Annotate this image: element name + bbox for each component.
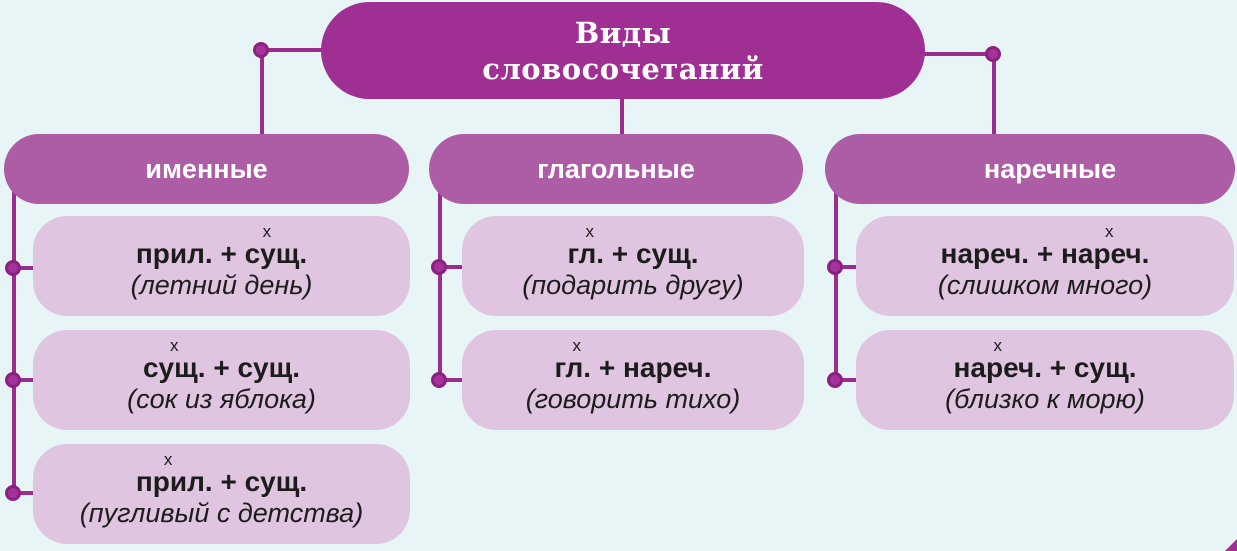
connector-node-left bbox=[253, 42, 269, 58]
connector-verbal-v bbox=[438, 190, 442, 380]
card-nominal-1: прил. + х сущ. (летний день) bbox=[33, 216, 410, 316]
main-word-mark: х bbox=[572, 336, 582, 355]
connector-root-right-v bbox=[992, 54, 996, 136]
card-nominal-2: х сущ. + сущ. (сок из яблока) bbox=[33, 330, 410, 430]
formula-plus: + bbox=[1036, 238, 1054, 269]
card-adverbial-1: нареч. + х нареч. (слишком много) bbox=[856, 216, 1234, 316]
connector-root-left-v bbox=[260, 50, 264, 136]
formula-right: сущ. bbox=[1073, 352, 1137, 383]
connector-nominal-v bbox=[12, 190, 16, 495]
formula-plus: + bbox=[611, 238, 629, 269]
card-example: (говорить тихо) bbox=[525, 384, 741, 414]
formula-right: нареч. bbox=[1060, 238, 1150, 269]
connector-node-verbal-1 bbox=[431, 259, 447, 275]
formula-left: сущ. bbox=[142, 352, 206, 383]
card-formula: прил. + х сущ. bbox=[135, 223, 308, 269]
formula-right: сущ. bbox=[635, 238, 699, 269]
connector-node-verbal-2 bbox=[431, 372, 447, 388]
connector-root-center-v bbox=[620, 98, 624, 136]
connector-node-right bbox=[985, 46, 1001, 62]
category-adverbial: наречные bbox=[825, 134, 1235, 204]
card-formula: х нареч. + сущ. bbox=[953, 337, 1137, 383]
card-example: (подарить другу) bbox=[522, 270, 744, 300]
card-verbal-1: х гл. + сущ. (подарить другу) bbox=[462, 216, 804, 316]
category-label: глагольные bbox=[537, 153, 695, 184]
card-formula: х гл. + сущ. bbox=[567, 223, 699, 269]
category-label: именные bbox=[145, 153, 268, 184]
connector-root-left-h bbox=[262, 48, 322, 52]
connector-nominal-h1 bbox=[14, 266, 36, 270]
connector-nominal-h3 bbox=[14, 491, 36, 495]
card-nominal-3: х прил. + сущ. (пугливый с детства) bbox=[33, 444, 410, 544]
root-title-box: Виды словосочетаний bbox=[321, 2, 925, 99]
connector-node-nominal-3 bbox=[5, 485, 21, 501]
main-word-mark: х bbox=[993, 336, 1003, 355]
connector-node-adverbial-2 bbox=[827, 372, 843, 388]
card-formula: нареч. + х нареч. bbox=[940, 223, 1150, 269]
card-example: (пугливый с детства) bbox=[79, 498, 364, 528]
card-formula: х прил. + сущ. bbox=[135, 451, 308, 497]
card-example: (летний день) bbox=[130, 270, 313, 300]
formula-plus: + bbox=[598, 352, 616, 383]
connector-nominal-h2 bbox=[14, 378, 36, 382]
formula-right: сущ. bbox=[244, 466, 308, 497]
category-label: наречные bbox=[983, 153, 1117, 184]
card-adverbial-2: х нареч. + сущ. (близко к морю) bbox=[856, 330, 1234, 430]
root-title-line2: словосочетаний bbox=[482, 51, 764, 86]
connector-adverbial-h1 bbox=[836, 265, 858, 269]
formula-plus: + bbox=[1049, 352, 1067, 383]
connector-node-nominal-1 bbox=[5, 260, 21, 276]
formula-right: сущ. bbox=[244, 238, 308, 269]
card-example: (близко к морю) bbox=[945, 384, 1145, 414]
card-formula: х сущ. + сущ. bbox=[142, 337, 301, 383]
connector-adverbial-h2 bbox=[836, 378, 858, 382]
card-example: (слишком много) bbox=[937, 270, 1153, 300]
connector-root-right-h bbox=[924, 52, 994, 56]
formula-left: гл. bbox=[567, 238, 605, 269]
category-nominal: именные bbox=[4, 134, 409, 204]
formula-right: сущ. bbox=[237, 352, 301, 383]
connector-verbal-h2 bbox=[440, 378, 464, 382]
formula-right: нареч. bbox=[622, 352, 712, 383]
root-title-line1: Виды bbox=[574, 15, 672, 50]
formula-plus: + bbox=[220, 238, 237, 269]
formula-plus: + bbox=[213, 352, 230, 383]
page-corner-decoration bbox=[1225, 539, 1237, 551]
formula-left: нареч. bbox=[953, 352, 1043, 383]
category-verbal: глагольные bbox=[429, 134, 803, 204]
main-word-mark: х bbox=[585, 222, 594, 241]
formula-plus: + bbox=[220, 466, 237, 497]
connector-verbal-h1 bbox=[440, 265, 464, 269]
connector-node-adverbial-1 bbox=[827, 259, 843, 275]
connector-adverbial-v bbox=[834, 190, 838, 380]
main-word-mark: х bbox=[163, 450, 173, 469]
card-formula: х гл. + нареч. bbox=[554, 337, 712, 383]
card-verbal-2: х гл. + нареч. (говорить тихо) bbox=[462, 330, 804, 430]
main-word-mark: х bbox=[169, 336, 179, 355]
main-word-mark: х bbox=[1104, 222, 1114, 241]
card-example: (сок из яблока) bbox=[127, 384, 316, 414]
formula-left: нареч. bbox=[940, 238, 1030, 269]
formula-left: прил. bbox=[135, 466, 213, 497]
formula-left: гл. bbox=[554, 352, 592, 383]
main-word-mark: х bbox=[262, 222, 272, 241]
connector-node-nominal-2 bbox=[5, 372, 21, 388]
formula-left: прил. bbox=[135, 238, 213, 269]
